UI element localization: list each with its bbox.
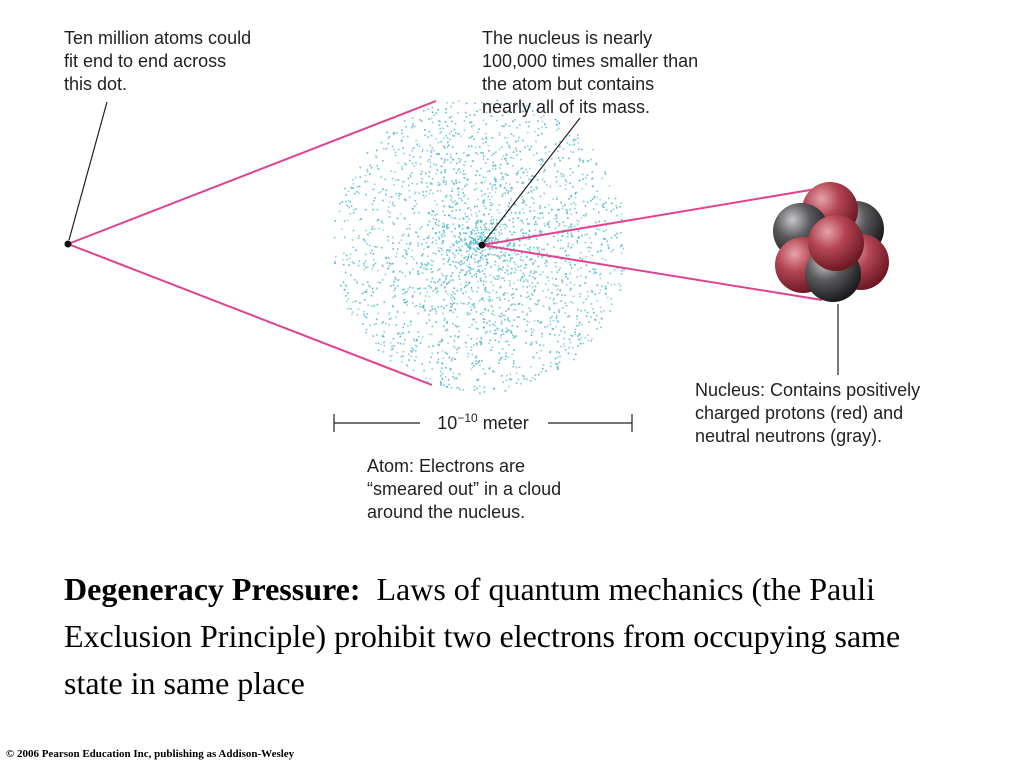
dot-annotation-line: Ten million atoms could <box>64 28 252 48</box>
nucleus-description-line: Nucleus: Contains positively <box>695 380 921 400</box>
dot-annotation-line: this dot. <box>64 74 128 94</box>
atom-diagram <box>64 99 889 432</box>
zoom-line-lower <box>67 243 433 386</box>
zoom-line-nucleus-lower <box>481 244 823 301</box>
scale-bar <box>333 414 633 432</box>
zoom-line-upper <box>67 100 437 245</box>
dot-annotation: Ten million atoms could fit end to end a… <box>64 27 251 96</box>
caption: Degeneracy Pressure: Laws of quantum mec… <box>64 566 964 707</box>
copyright-notice: © 2006 Pearson Education Inc, publishing… <box>6 748 295 760</box>
nucleus-description-line: charged protons (red) and <box>695 403 904 423</box>
atom-description-line: “smeared out” in a cloud <box>367 479 562 499</box>
nucleus-size-line: nearly all of its mass. <box>482 97 651 117</box>
dot <box>64 240 72 248</box>
scale-label: 10−10 meter <box>423 411 543 434</box>
dot-annotation-line: fit end to end across <box>64 51 227 71</box>
electron-cloud <box>333 99 625 395</box>
nucleus-size-line: 100,000 times smaller than <box>482 51 699 71</box>
zoom-line-nucleus-upper <box>481 187 823 246</box>
scale-exponent: −10 <box>457 411 478 425</box>
atom-description-line: around the nucleus. <box>367 502 526 522</box>
nucleus-description-line: neutral neutrons (gray). <box>695 426 883 446</box>
nucleus-size-annotation: The nucleus is nearly 100,000 times smal… <box>482 27 698 119</box>
scale-unit: meter <box>482 413 529 433</box>
nucleus-size-line: The nucleus is nearly <box>482 28 653 48</box>
pointer-nucleus-point <box>483 117 581 243</box>
nucleus-size-line: the atom but contains <box>482 74 655 94</box>
pointer-dot <box>68 101 108 241</box>
atom-description: Atom: Electrons are “smeared out” in a c… <box>367 455 561 524</box>
caption-text: Laws of quantum mechanics (the Pauli Exc… <box>64 571 901 701</box>
nucleus-description: Nucleus: Contains positively charged pro… <box>695 379 920 448</box>
nucleus-point <box>478 241 486 249</box>
atom-description-line: Atom: Electrons are <box>367 456 526 476</box>
nucleus <box>773 182 889 302</box>
proton-front-center <box>808 215 864 271</box>
scale-base: 10 <box>437 413 458 433</box>
caption-heading: Degeneracy Pressure: <box>64 571 361 607</box>
